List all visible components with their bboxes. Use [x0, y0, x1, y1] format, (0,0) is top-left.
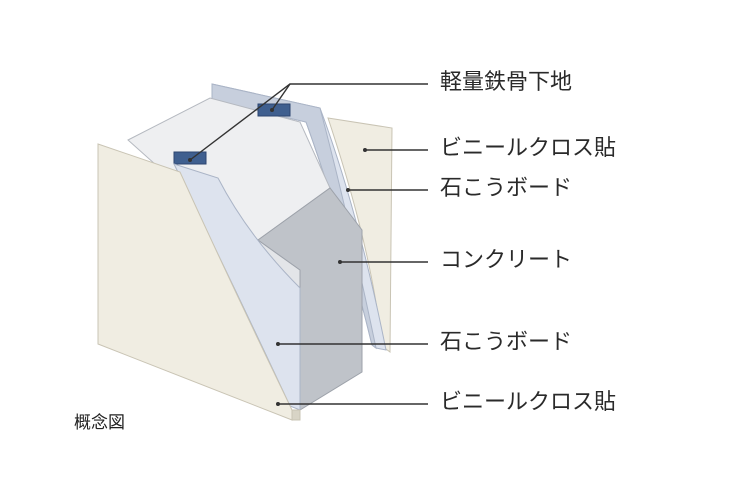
label-concrete: コンクリート: [440, 248, 573, 273]
label-gypsum-board-front: 石こうボード: [440, 330, 573, 355]
label-gypsum-board-back: 石こうボード: [440, 176, 573, 201]
concrete-side-face: [257, 187, 363, 411]
leader-steel-stud-back: [271, 83, 291, 111]
diagram-caption: 概念図: [74, 413, 125, 433]
label-steel-stud: 軽量鉄骨下地: [440, 70, 573, 95]
label-vinyl-cloth-front: ビニールクロス貼: [440, 390, 617, 415]
label-vinyl-cloth-back: ビニールクロス貼: [440, 136, 617, 161]
front-vinyl-cloth-edge: [291, 409, 301, 421]
